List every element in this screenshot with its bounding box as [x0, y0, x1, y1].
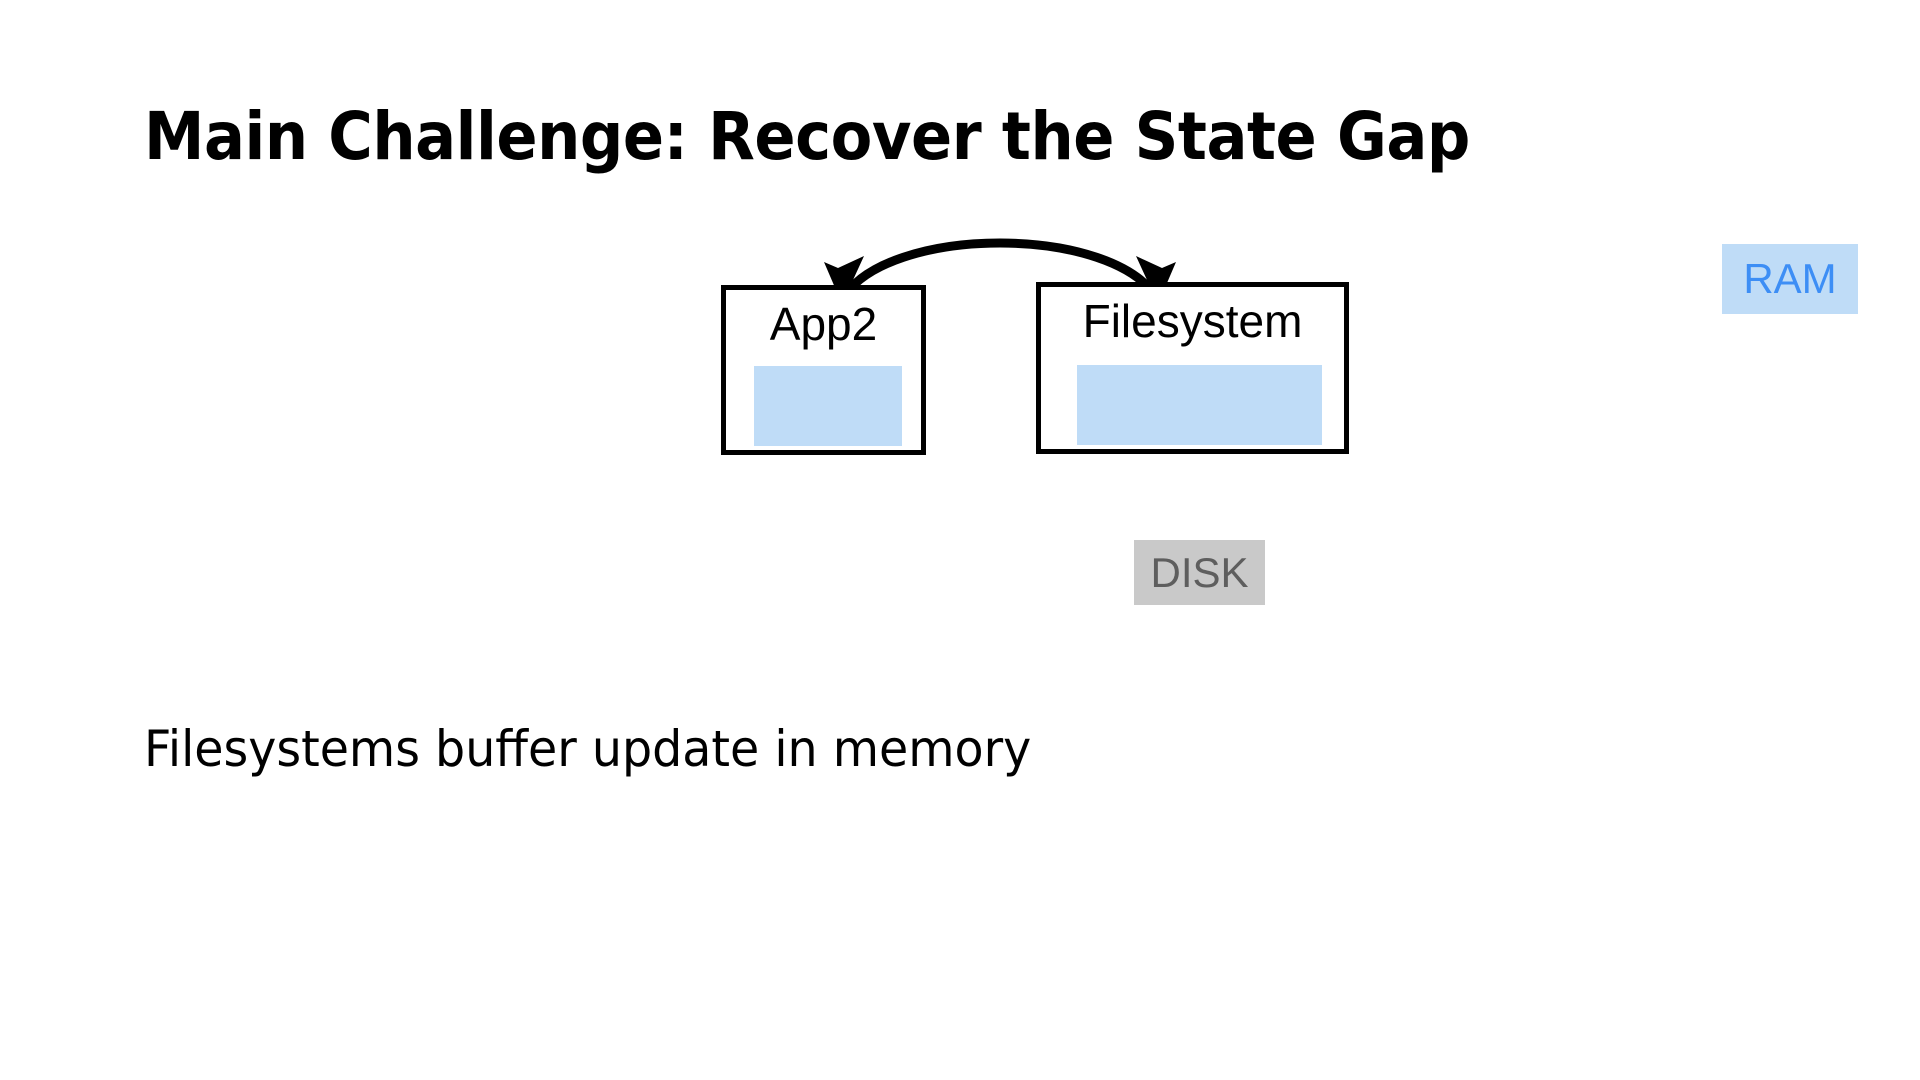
diagram-node-app2-label: App2: [769, 298, 878, 350]
tier-badge-disk-label: DISK: [1150, 548, 1249, 596]
diagram-node-filesystem[interactable]: Filesystem: [1036, 282, 1349, 454]
tier-badge-ram: RAM: [1722, 244, 1858, 314]
bidirectional-curved-arrow-icon: [824, 238, 1176, 304]
app2-memory-buffer-block: [754, 366, 902, 446]
tier-badge-disk: DISK: [1134, 540, 1265, 605]
diagram-node-filesystem-label: Filesystem: [1082, 295, 1303, 347]
slide-caption: Filesystems buffer update in memory: [144, 720, 1032, 778]
tier-badge-ram-label: RAM: [1743, 255, 1837, 302]
filesystem-memory-buffer-block: [1077, 365, 1322, 445]
page-title: Main Challenge: Recover the State Gap: [144, 98, 1470, 175]
diagram-node-app2[interactable]: App2: [721, 285, 926, 455]
